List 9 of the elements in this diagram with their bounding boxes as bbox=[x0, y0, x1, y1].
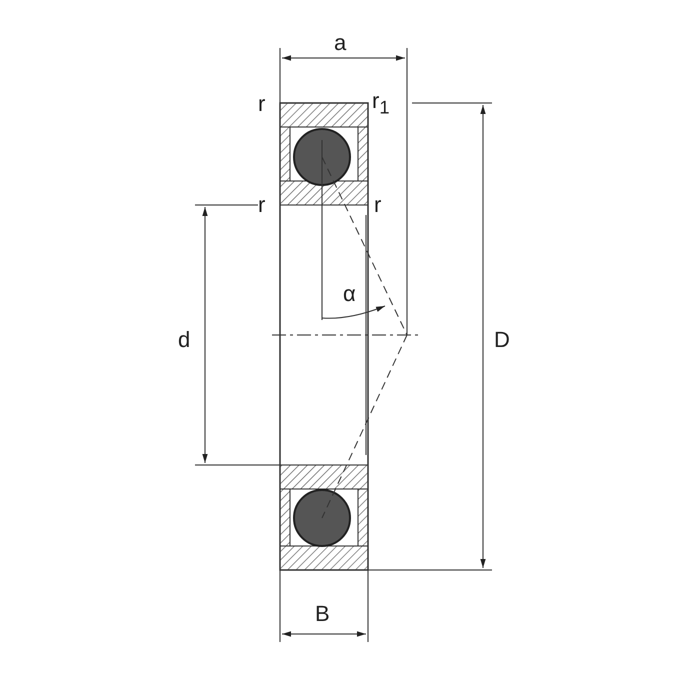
angle-label: α bbox=[343, 283, 356, 305]
dimension-label: D bbox=[494, 329, 510, 351]
dimension-label: a bbox=[334, 32, 346, 54]
radius-label: r bbox=[374, 194, 382, 216]
radius-label: r$_{1}$ bbox=[372, 90, 390, 117]
dimension-label: d bbox=[178, 329, 190, 351]
radius-label: r bbox=[258, 194, 266, 216]
radius-label: r bbox=[258, 93, 266, 115]
dimension-label: B bbox=[315, 603, 330, 625]
